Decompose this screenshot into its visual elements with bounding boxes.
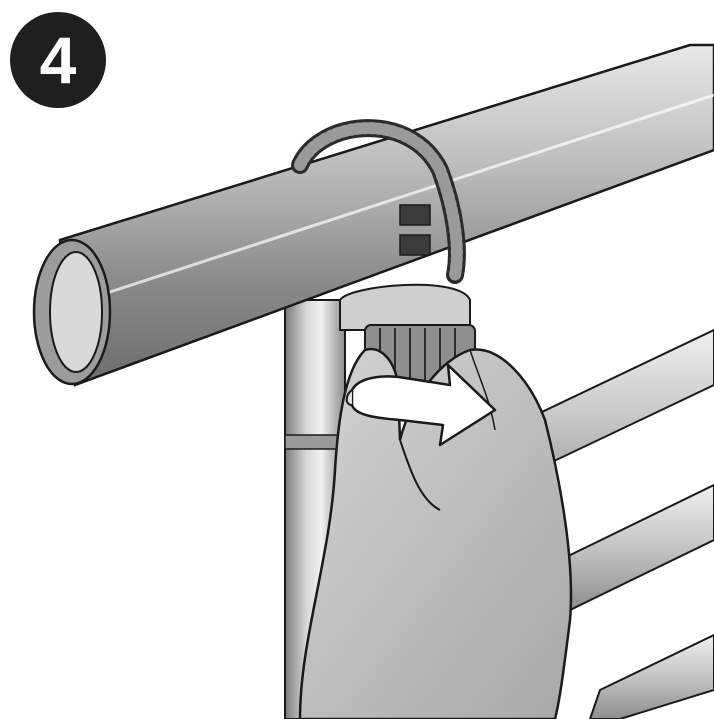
rail-bar-3 [558, 483, 714, 612]
top-oval-rail [32, 43, 714, 387]
rail-bar-4 [588, 633, 714, 719]
hand [298, 347, 573, 719]
turn-arrow-icon [345, 363, 497, 447]
step-number-badge: 4 [10, 12, 106, 108]
spiral-cable [291, 119, 466, 284]
step-number: 4 [39, 23, 77, 97]
